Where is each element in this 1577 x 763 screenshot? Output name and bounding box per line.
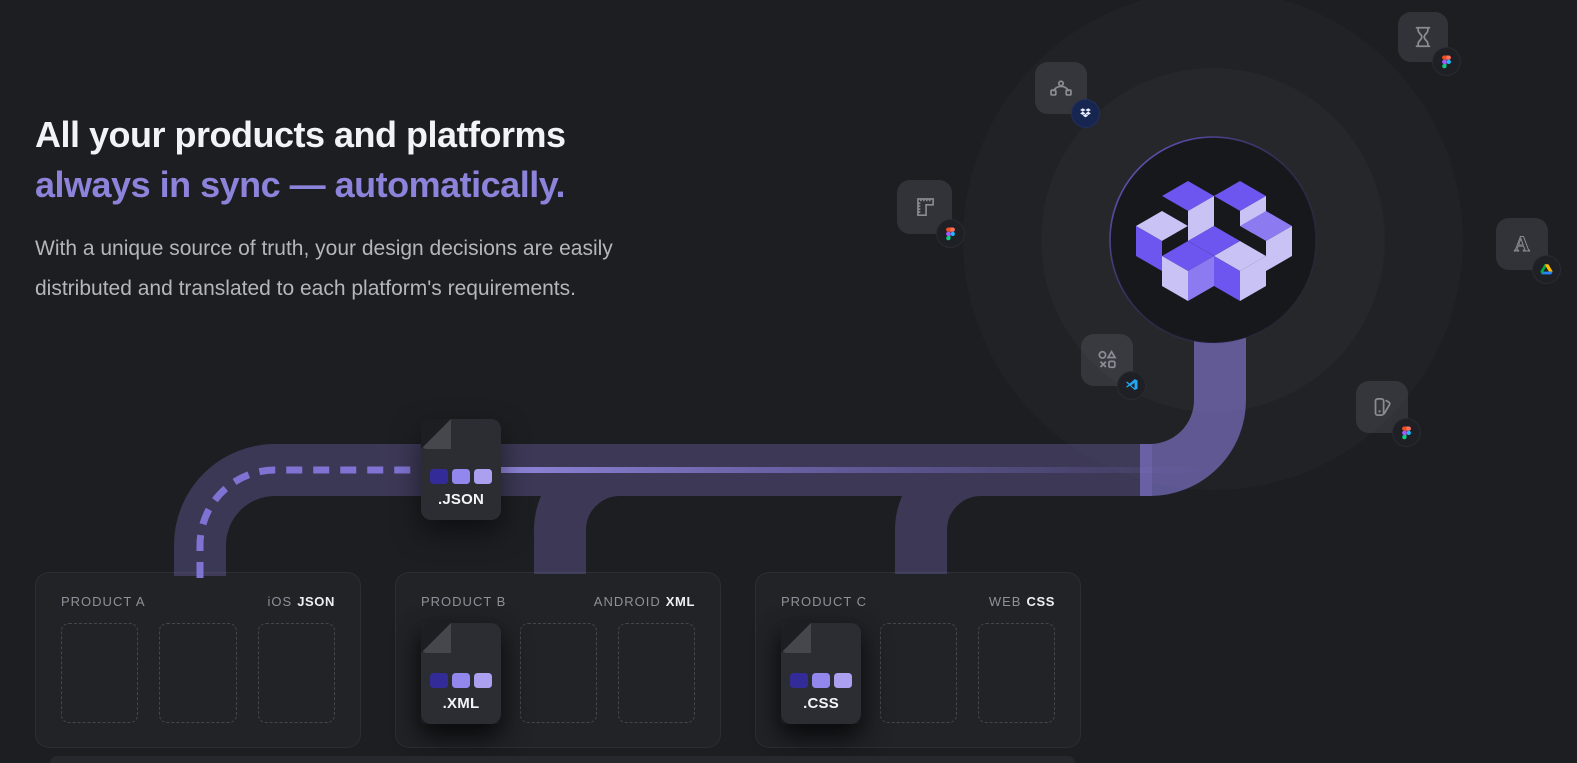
token-swatch-dark (430, 469, 448, 484)
vscode-badge (1117, 371, 1146, 400)
xml-slot: .XML (421, 623, 501, 724)
product-target: WEB CSS (989, 594, 1055, 609)
css-file-icon: .CSS (781, 623, 861, 724)
token-swatches (421, 673, 501, 688)
title-line-1: All your products and platforms (35, 114, 566, 156)
file-label: .XML (442, 695, 480, 712)
platform-label: ANDROID (593, 594, 661, 609)
product-name: PRODUCT A (61, 594, 146, 609)
format-label: CSS (1026, 594, 1055, 609)
shapes-icon (1098, 349, 1117, 369)
token-swatch-light (834, 673, 852, 688)
page-title: All your products and platforms always i… (35, 110, 566, 210)
integration-tile: A (1496, 218, 1561, 284)
vector-path-icon (1050, 80, 1072, 96)
format-label: XML (665, 594, 695, 609)
google-drive-badge (1532, 255, 1561, 284)
token-swatch-mid (812, 673, 830, 688)
token-swatch-mid (452, 673, 470, 688)
token-swatch-mid (452, 469, 470, 484)
empty-slot (977, 623, 1056, 723)
format-label: JSON (297, 594, 335, 609)
integration-tile (1398, 12, 1461, 76)
dashed-flow-line (196, 466, 450, 578)
token-swatch-light (474, 469, 492, 484)
empty-slot (519, 623, 597, 723)
token-roads (174, 444, 1152, 576)
token-swatch-dark (430, 673, 448, 688)
figma-badge (1432, 47, 1461, 76)
vscode-icon (1126, 379, 1138, 391)
platform-label: WEB (988, 594, 1022, 609)
figma-icon (946, 227, 955, 241)
integration-tile (897, 180, 965, 248)
css-slot: .CSS (781, 623, 861, 724)
logo-cubes (1136, 181, 1292, 301)
figma-icon (1442, 55, 1451, 69)
integration-tile (1356, 381, 1421, 447)
token-swatch-light (474, 673, 492, 688)
product-card-c: PRODUCT C WEB CSS .CSS (755, 572, 1081, 748)
swatches-icon (1374, 398, 1391, 416)
empty-slot (879, 623, 957, 723)
page-subtitle: With a unique source of truth, your desi… (35, 237, 613, 300)
title-line-2: always in sync — automatically. (35, 164, 566, 206)
next-section-edge (50, 756, 1075, 763)
file-label: .CSS (803, 695, 839, 712)
xml-file-icon: .XML (421, 623, 501, 724)
empty-slot (617, 623, 696, 723)
ruler-icon (916, 198, 934, 216)
token-swatches (781, 673, 861, 688)
typography-icon: A (1514, 232, 1531, 257)
product-target: iOS JSON (268, 594, 335, 609)
google-drive-icon (1540, 264, 1553, 275)
product-name: PRODUCT C (781, 594, 868, 609)
json-file-icon: .JSON (421, 419, 501, 520)
integration-tile (1081, 334, 1146, 400)
product-card-a: PRODUCT A iOS JSON (35, 572, 361, 748)
typography-letter: A (1514, 232, 1530, 256)
file-label: .JSON (437, 491, 484, 508)
product-card-b: PRODUCT B ANDROID XML .XML (395, 572, 721, 748)
integration-tile (1035, 62, 1100, 128)
token-swatches (421, 469, 501, 484)
product-target: ANDROID XML (594, 594, 695, 609)
empty-slot (61, 623, 139, 723)
empty-slot (159, 623, 237, 723)
figma-icon (1402, 426, 1411, 440)
figma-badge (936, 219, 965, 248)
dropbox-icon (1080, 108, 1091, 118)
dropbox-badge (1071, 99, 1100, 128)
figma-badge (1392, 418, 1421, 447)
token-swatch-dark (790, 673, 808, 688)
hourglass-icon (1415, 26, 1431, 48)
product-name: PRODUCT B (421, 594, 507, 609)
empty-slot (257, 623, 335, 723)
platform-label: iOS (267, 594, 293, 609)
